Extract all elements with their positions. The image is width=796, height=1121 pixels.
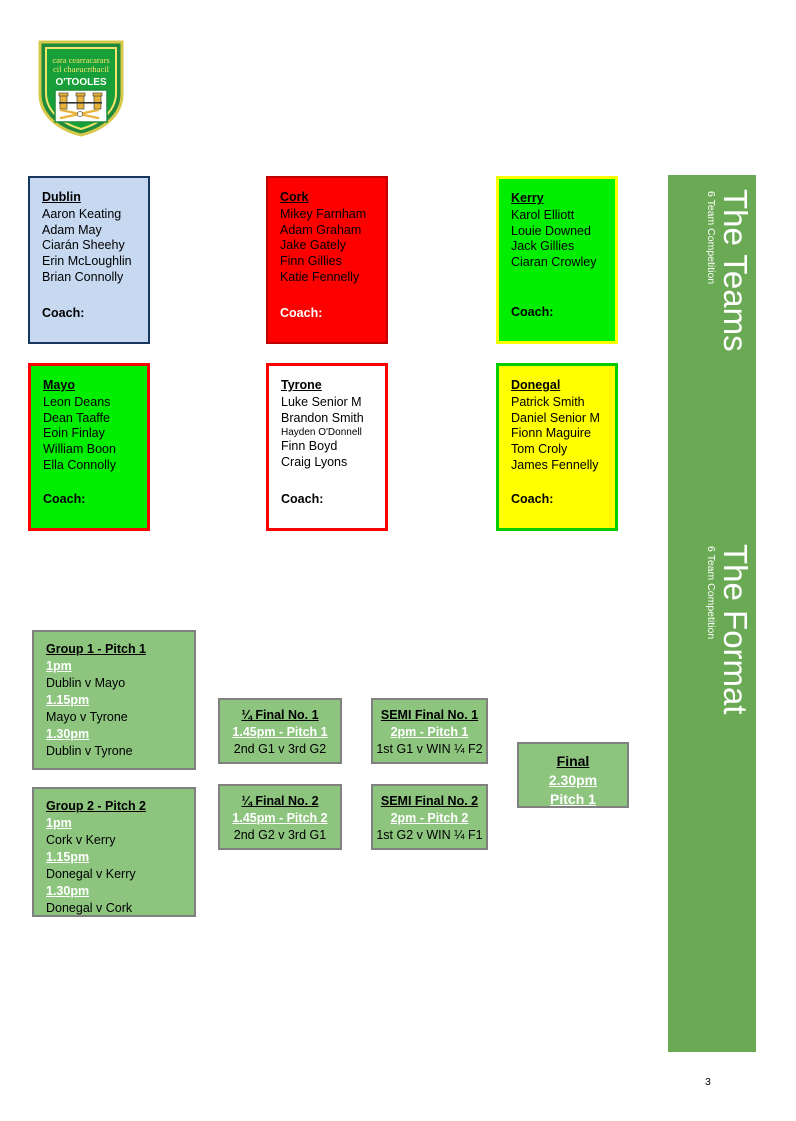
- player-name: Erin McLoughlin: [42, 254, 132, 269]
- team-name: Dublin: [42, 190, 81, 204]
- player-name: Patrick Smith: [511, 394, 585, 409]
- crest-svg: cara cearracarars cil chaeucrthacil O'TO…: [38, 40, 124, 137]
- fixture-time: 1pm: [46, 659, 72, 673]
- crest-club-name: O'TOOLES: [55, 77, 106, 88]
- banner-inner: The Teams 6 Team Competition: [668, 183, 756, 483]
- player-name: Hayden O'Donnell: [281, 427, 362, 439]
- team-name: Tyrone: [281, 378, 322, 392]
- player-name: Adam Graham: [280, 222, 362, 237]
- fixture-header: ¼ Final No. 1: [241, 708, 319, 722]
- fixture-box-final: Final 2.30pm Pitch 1: [517, 742, 629, 808]
- team-name: Mayo: [43, 378, 75, 392]
- fixture-box-semi-final-2: SEMI Final No. 2 2pm - Pitch 2 1st G2 v …: [371, 784, 488, 850]
- player-name: Fionn Maguire: [511, 426, 591, 441]
- player-name: Aaron Keating: [42, 206, 122, 221]
- fixture-header: SEMI Final No. 1: [380, 708, 479, 722]
- fixture-match: Dublin v Mayo: [46, 676, 126, 690]
- crest-sliotar-icon: [77, 111, 83, 117]
- banner-the-format: The Format 6 Team Competition: [668, 530, 756, 1052]
- coach-label: Coach:: [281, 492, 324, 507]
- player-name: Jake Gately: [280, 238, 347, 253]
- fixture-time: 1.15pm: [46, 850, 90, 864]
- player-name: Karol Elliott: [511, 207, 575, 222]
- team-card-tyrone: Tyrone Luke Senior M Brandon Smith Hayde…: [266, 363, 388, 531]
- fixture-match: Dublin v Tyrone: [46, 744, 133, 758]
- fixture-match: 2nd G1 v 3rd G2: [233, 742, 327, 756]
- coach-label: Coach:: [42, 306, 85, 321]
- team-card-mayo: Mayo Leon Deans Dean Taaffe Eoin Finlay …: [28, 363, 150, 531]
- player-name: Leon Deans: [43, 394, 111, 409]
- fixture-time: 1.45pm - Pitch 2: [232, 811, 328, 825]
- fixture-match: Cork v Kerry: [46, 833, 116, 847]
- player-name: Eoin Finlay: [43, 426, 105, 441]
- player-name: Finn Boyd: [281, 439, 338, 454]
- fixture-box-group-1: Group 1 - Pitch 1 1pm Dublin v Mayo 1.15…: [32, 630, 196, 770]
- fixture-header: ¼ Final No. 2: [241, 794, 319, 808]
- banner-the-teams: The Teams 6 Team Competition: [668, 175, 756, 530]
- fixture-time: 1.45pm - Pitch 1: [232, 725, 328, 739]
- team-card-donegal: Donegal Patrick Smith Daniel Senior M Fi…: [496, 363, 618, 531]
- fixture-time: 1.30pm: [46, 884, 90, 898]
- crest-towers-icon: [58, 92, 103, 110]
- coach-label: Coach:: [511, 492, 554, 507]
- fixture-match: 2nd G2 v 3rd G1: [233, 828, 327, 842]
- player-name: Dean Taaffe: [43, 410, 110, 425]
- player-name: Finn Gillies: [280, 254, 342, 269]
- crest-irish-line-2: cil chaeucrthacil: [53, 64, 110, 74]
- fixture-box-quarter-final-2: ¼ Final No. 2 1.45pm - Pitch 2 2nd G2 v …: [218, 784, 342, 850]
- player-name: Adam May: [42, 222, 102, 237]
- fixture-match: Donegal v Cork: [46, 901, 133, 915]
- crest-irish-line-1: cara cearracarars: [52, 55, 109, 65]
- player-name: Daniel Senior M: [511, 410, 600, 425]
- player-name: Katie Fennelly: [280, 269, 360, 284]
- fixture-time: 2pm - Pitch 2: [390, 811, 469, 825]
- fixture-match: 1st G1 v WIN ¼ F2: [376, 742, 483, 756]
- player-name: Ciarán Sheehy: [42, 238, 125, 253]
- coach-label: Coach:: [511, 305, 554, 320]
- banner-title: The Format: [717, 544, 754, 715]
- club-crest-logo: cara cearracarars cil chaeucrthacil O'TO…: [36, 38, 126, 138]
- coach-label: Coach:: [280, 306, 323, 321]
- fixture-match: Donegal v Kerry: [46, 867, 136, 881]
- player-name: Luke Senior M: [281, 394, 362, 409]
- fixture-pitch: Pitch 1: [550, 791, 596, 807]
- player-name: Craig Lyons: [281, 455, 348, 470]
- fixture-box-semi-final-1: SEMI Final No. 1 2pm - Pitch 1 1st G1 v …: [371, 698, 488, 764]
- fixture-match: Mayo v Tyrone: [46, 710, 128, 724]
- fixture-time: 1.15pm: [46, 693, 90, 707]
- player-name: Ella Connolly: [43, 457, 116, 472]
- player-name: Jack Gillies: [511, 239, 575, 254]
- page-number: 3: [705, 1076, 711, 1088]
- banner-title: The Teams: [717, 189, 754, 352]
- fixture-time: 2.30pm: [548, 772, 598, 788]
- fixture-time: 1pm: [46, 816, 72, 830]
- fixture-box-quarter-final-1: ¼ Final No. 1 1.45pm - Pitch 1 2nd G1 v …: [218, 698, 342, 764]
- fixture-header: Group 1 - Pitch 1: [46, 642, 147, 656]
- player-name: Brian Connolly: [42, 269, 124, 284]
- player-name: William Boon: [43, 442, 116, 457]
- fixture-time: 1.30pm: [46, 727, 90, 741]
- player-name: James Fennelly: [511, 457, 599, 472]
- player-name: Louie Downed: [511, 223, 591, 238]
- team-card-cork: Cork Mikey Farnham Adam Graham Jake Gate…: [266, 176, 388, 344]
- banner-subtitle: 6 Team Competition: [705, 191, 717, 285]
- fixture-time: 2pm - Pitch 1: [390, 725, 469, 739]
- team-card-kerry: Kerry Karol Elliott Louie Downed Jack Gi…: [496, 176, 618, 344]
- player-name: Ciaran Crowley: [511, 255, 597, 270]
- player-name: Tom Croly: [511, 442, 568, 457]
- team-name: Kerry: [511, 191, 544, 205]
- team-name: Donegal: [511, 378, 561, 392]
- banner-inner: The Format 6 Team Competition: [668, 538, 756, 838]
- team-name: Cork: [280, 190, 309, 204]
- player-name: Mikey Farnham: [280, 206, 367, 221]
- fixture-header: Final: [556, 753, 590, 769]
- team-card-dublin: Dublin Aaron Keating Adam May Ciarán She…: [28, 176, 150, 344]
- fixture-match: 1st G2 v WIN ¼ F1: [376, 828, 483, 842]
- player-name: Brandon Smith: [281, 410, 364, 425]
- banner-subtitle: 6 Team Competition: [705, 546, 717, 640]
- coach-label: Coach:: [43, 492, 86, 507]
- fixture-header: Group 2 - Pitch 2: [46, 799, 147, 813]
- fixture-header: SEMI Final No. 2: [380, 794, 479, 808]
- fixture-box-group-2: Group 2 - Pitch 2 1pm Cork v Kerry 1.15p…: [32, 787, 196, 917]
